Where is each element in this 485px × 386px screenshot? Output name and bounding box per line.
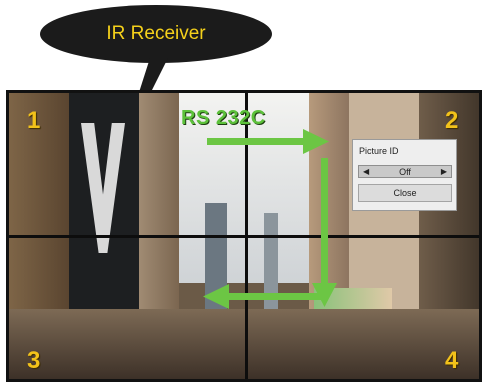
arrow-right-icon[interactable]: ▶ [440, 167, 447, 176]
screen-number-2: 2 [445, 107, 459, 134]
menu-title: Picture ID [359, 146, 399, 156]
close-button-label: Close [393, 188, 417, 198]
rs232c-label: RS 232C [181, 107, 266, 129]
picture-id-selector[interactable]: ◀ Off ▶ [358, 165, 452, 178]
ir-receiver-label: IR Receiver [106, 23, 206, 44]
screen-number-4: 4 [445, 347, 459, 374]
arrow-left [203, 284, 327, 309]
arrow-left-icon[interactable]: ◀ [363, 167, 370, 176]
video-wall: 1 2 3 4 RS 232C Picture ID ◀ Off ▶ [6, 90, 482, 382]
arrow-right [207, 129, 329, 154]
screen-number-1: 1 [27, 107, 41, 134]
close-button[interactable]: Close [358, 184, 452, 202]
picture-id-value: Off [399, 166, 411, 177]
ir-receiver-callout: IR Receiver [40, 5, 272, 63]
arrow-down [312, 158, 337, 307]
signal-flow-arrows [203, 129, 337, 309]
grid-line-horizontal [9, 235, 479, 238]
picture-id-menu: Picture ID ◀ Off ▶ Close [352, 139, 457, 211]
screen-number-3: 3 [27, 347, 41, 374]
